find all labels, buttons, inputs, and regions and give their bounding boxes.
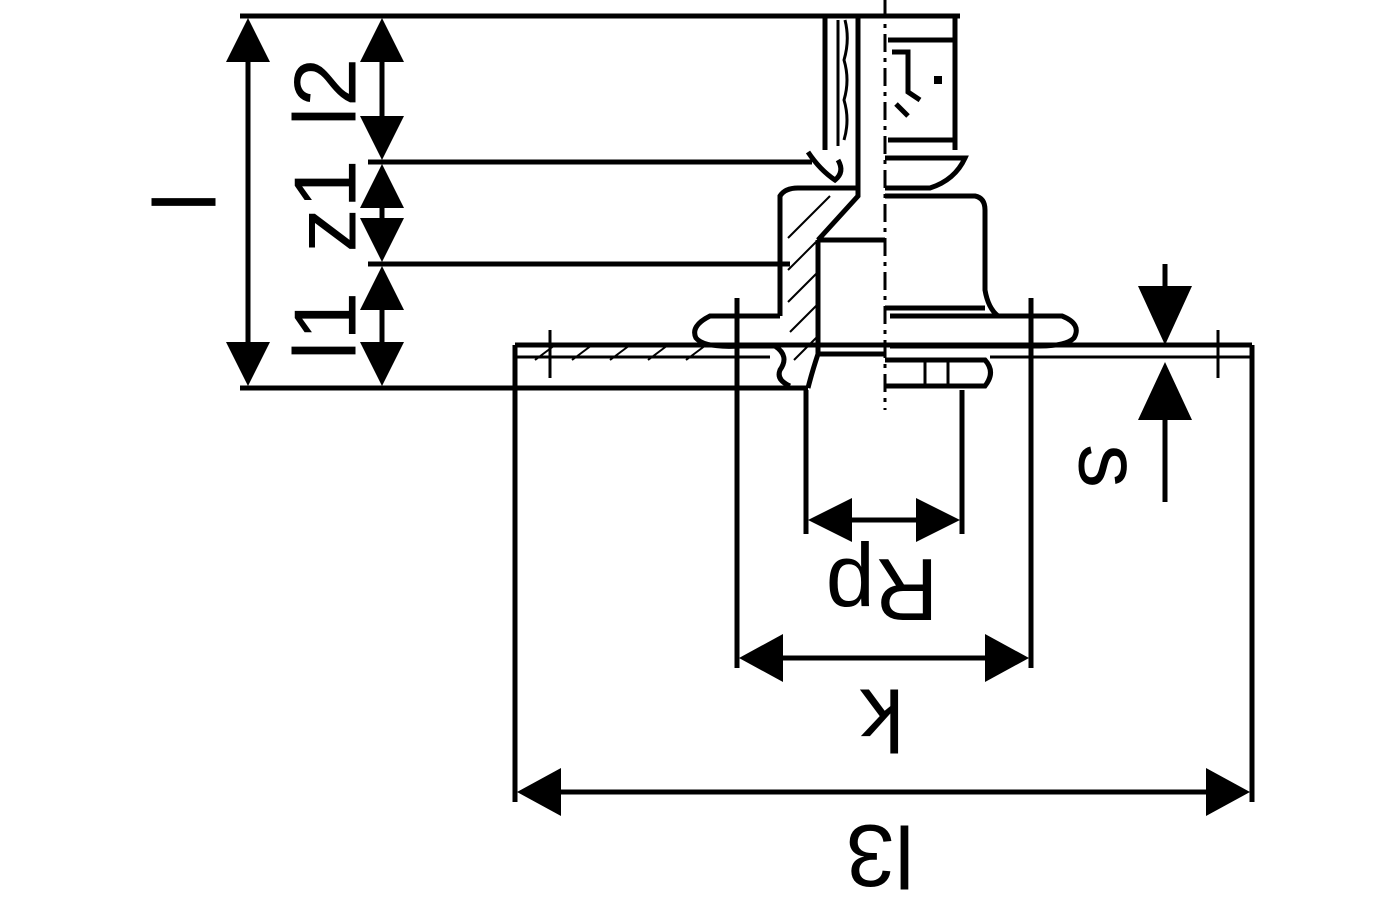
label-rp: Rp [826, 541, 939, 640]
mounting-plate [515, 330, 1252, 391]
press-socket [805, 13, 958, 184]
dimension-z1 [360, 164, 404, 262]
label-z1: z1 [276, 160, 375, 253]
fitting-body [777, 16, 1000, 389]
flange [692, 313, 1079, 389]
dimension-s [1138, 264, 1192, 502]
label-l1: l1 [276, 292, 375, 361]
dimension-l2 [360, 18, 404, 160]
label-s: s [1061, 444, 1160, 488]
dimension-rp [803, 390, 965, 542]
label-k: k [859, 671, 904, 770]
label-l3: l3 [846, 807, 915, 900]
label-l: l [136, 192, 235, 212]
dimension-l1 [360, 266, 404, 386]
dimension-l [226, 18, 270, 386]
label-l2: l2 [276, 58, 375, 127]
dimension-l3 [512, 345, 1255, 816]
dimension-k [734, 298, 1034, 682]
